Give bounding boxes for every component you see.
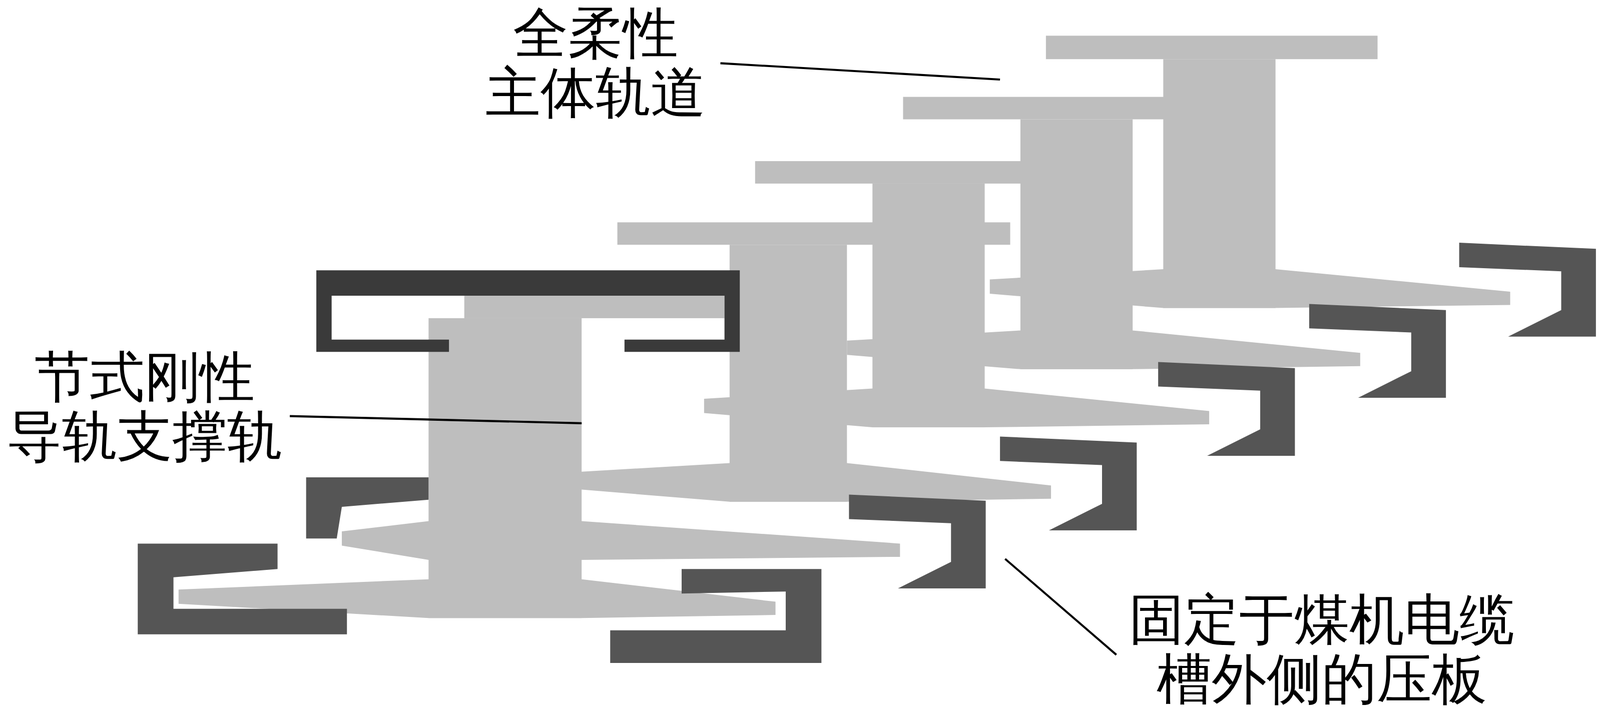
- leader-line: [1004, 559, 1117, 656]
- top-flange: [1045, 35, 1378, 60]
- top-flange: [755, 161, 1113, 184]
- callout-label: 固定于煤机电缆 槽外侧的压板: [1126, 590, 1517, 710]
- clamp-plate: [1158, 362, 1295, 457]
- leader-lines: [289, 63, 1117, 655]
- clamp-plate: [1309, 303, 1446, 398]
- top-flange: [464, 295, 725, 319]
- callout-label: 节式刚性 导轨支撑轨: [4, 347, 285, 467]
- clamp-plate: [999, 436, 1137, 531]
- rail-web: [428, 318, 582, 619]
- bottom-flange: [341, 521, 900, 561]
- clamp-plate: [848, 494, 986, 590]
- top-flange: [617, 222, 1011, 245]
- bottom-flange: [556, 462, 1051, 502]
- clamp-plate: [306, 477, 429, 539]
- leader-line: [289, 416, 582, 424]
- top-flange: [902, 97, 1240, 120]
- leader-line: [720, 63, 1000, 80]
- clamp-plate: [1459, 242, 1596, 337]
- clamp-plate: [610, 569, 822, 664]
- rail-segments: [178, 35, 1511, 619]
- guide-bracket: [316, 270, 740, 352]
- clamp-plate: [137, 543, 347, 635]
- callout-label: 全柔性 主体轨道: [482, 4, 709, 124]
